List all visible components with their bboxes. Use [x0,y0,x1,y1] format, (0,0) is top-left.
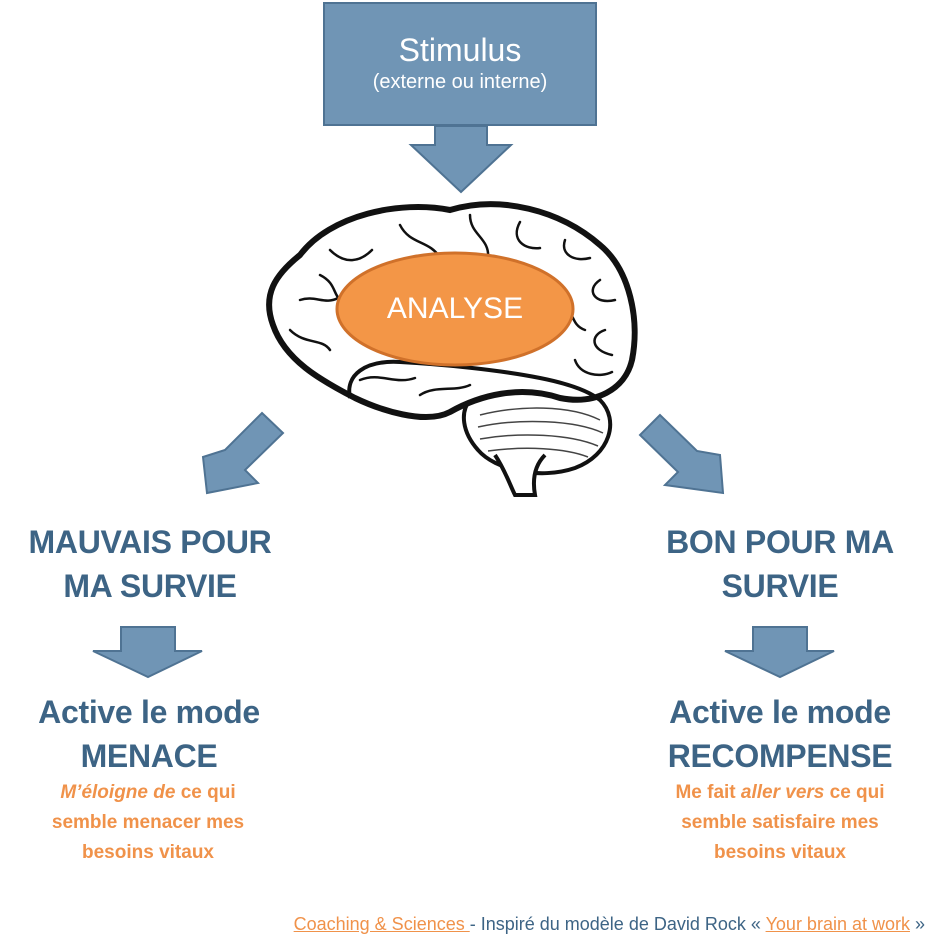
right-desc-emphasis: aller vers [740,782,825,803]
stimulus-title: Stimulus [398,32,522,68]
left-mode-line1: Active le mode [38,694,260,730]
stimulus-subtitle: (externe ou interne) [372,71,548,93]
right-description: Me fait aller vers ce qui semble satisfa… [630,778,930,868]
left-heading: MAUVAIS POUR MA SURVIE [0,520,300,608]
left-desc-rest1: ce qui [175,782,236,803]
right-desc-line2: semble satisfaire mes [681,812,879,833]
left-description: M’éloigne de ce qui semble menacer mes b… [0,778,296,868]
right-desc-rest1: ce qui [824,782,885,803]
your-brain-at-work-link[interactable]: Your brain at work [765,914,910,934]
left-mode-line2: MENACE [80,738,218,774]
stimulus-box: Stimulus (externe ou interne) [323,2,597,126]
analyse-label: ANALYSE [386,292,524,325]
right-mode-line2: RECOMPENSE [667,738,893,774]
right-heading-line1: BON POUR MA [666,524,894,560]
left-desc-line2: semble menacer mes [51,812,245,833]
footer-end-text: » [909,914,925,934]
left-heading-line2: MA SURVIE [63,568,237,604]
right-heading: BON POUR MA SURVIE [630,520,930,608]
left-desc-emphasis: M’éloigne de [60,782,176,803]
left-heading-line1: MAUVAIS POUR [28,524,272,560]
right-desc-line3: besoins vitaux [714,842,846,863]
footer-middle-text: - Inspiré du modèle de David Rock « [469,914,766,934]
footer-credit: Coaching & Sciences - Inspiré du modèle … [294,914,925,935]
right-heading-line2: SURVIE [721,568,839,604]
coaching-sciences-link[interactable]: Coaching & Sciences [293,914,470,934]
right-mode: Active le mode RECOMPENSE [630,690,930,778]
right-desc-pre: Me fait [675,782,741,803]
left-desc-line3: besoins vitaux [82,842,214,863]
right-mode-line1: Active le mode [669,694,891,730]
left-mode: Active le mode MENACE [0,690,298,778]
